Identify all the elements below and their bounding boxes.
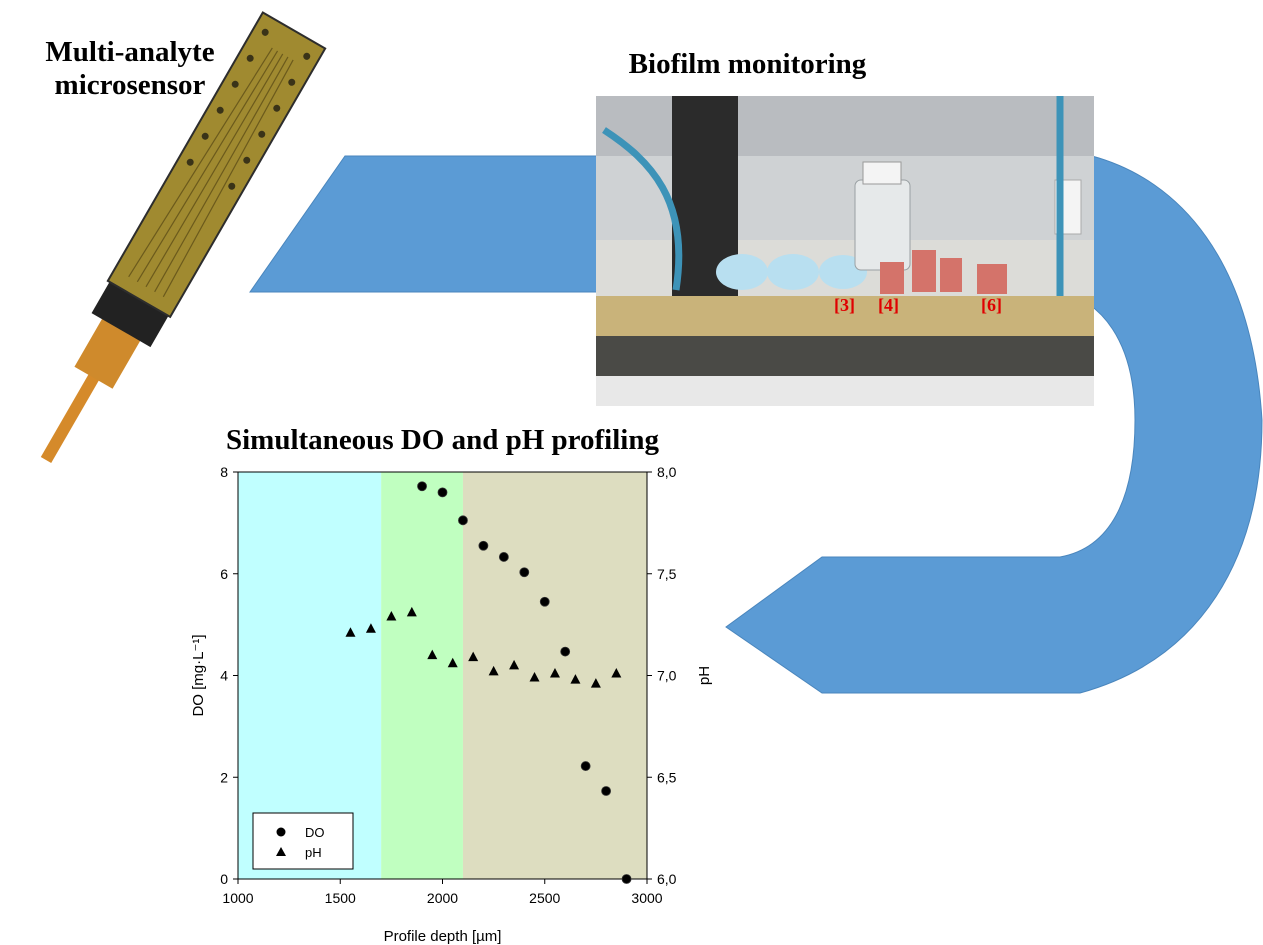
y-tick-label: 8 [220,464,228,480]
y-tick-label: 0 [220,871,228,887]
x-tick-label: 1000 [222,890,253,906]
x-axis-title: Profile depth [µm] [384,928,502,945]
biofilm-photo: [3] [4] [6] [596,96,1094,406]
legend-box [252,812,354,870]
chart-title: Simultaneous DO and pH profiling [226,424,659,456]
ph-point [345,627,356,637]
legend-label-do: DO [305,825,325,840]
ph-point [509,659,520,670]
do-point [560,646,571,657]
port-label-4: [4] [878,295,899,315]
y-tick-label: 2 [220,769,228,785]
do-point [621,874,632,884]
microsensor-image [40,11,327,463]
depth-zone-1 [238,472,382,879]
y2-tick-label: 7,0 [657,668,677,684]
ph-point [529,672,540,682]
y2-tick-label: 6,5 [657,769,677,785]
sensor-heading-line1: Multi-analyte [45,36,215,68]
port-label-3: [3] [834,295,855,315]
legend-do-marker [276,827,286,837]
ph-point [488,665,499,676]
x-tick-label: 3000 [631,890,662,906]
y-axis-title: DO [mg·L⁻¹] [190,634,207,716]
sensor-heading: Multi-analyte microsensor [20,36,240,103]
ph-point [590,678,601,688]
do-point [498,552,509,562]
ph-point [570,674,581,684]
legend-label-ph: pH [305,845,322,860]
ph-point [406,606,417,617]
data-marks [345,481,632,884]
ph-point [468,651,479,662]
ph-point [365,623,376,633]
ph-point [386,610,397,621]
y2-tick-label: 6,0 [657,871,677,887]
legend-ph-marker [276,847,286,856]
ph-point [427,649,438,660]
do-point [458,515,468,526]
do-point [519,567,530,578]
do-point [478,540,489,551]
x-tick-label: 1500 [325,890,356,906]
depth-zones [238,472,647,879]
x-tick-label: 2000 [427,890,458,906]
ph-point [611,667,622,678]
x-tick-label: 2500 [529,890,560,906]
do-point [437,487,448,498]
legend: DO pH [252,812,354,870]
y2-tick-label: 7,5 [657,566,677,582]
y-tick-label: 4 [220,668,228,684]
do-point [539,596,550,607]
depth-zone-2 [381,472,463,879]
do-point [580,761,591,771]
ph-point [447,657,458,668]
y-tick-label: 6 [220,566,228,582]
y2-axis-title: pH [696,666,713,685]
ph-point [549,667,560,678]
do-point [601,786,611,796]
port-label-6: [6] [981,295,1002,315]
biofilm-heading: Biofilm monitoring [628,48,867,80]
sensor-heading-line2: microsensor [54,69,206,102]
axis-ticks: 1000 1500 2000 2500 3000 0 2 4 6 8 6,0 6,5 7,0 7,5 8,0 [220,464,676,906]
y2-tick-label: 8,0 [657,464,677,480]
do-point [417,481,427,492]
